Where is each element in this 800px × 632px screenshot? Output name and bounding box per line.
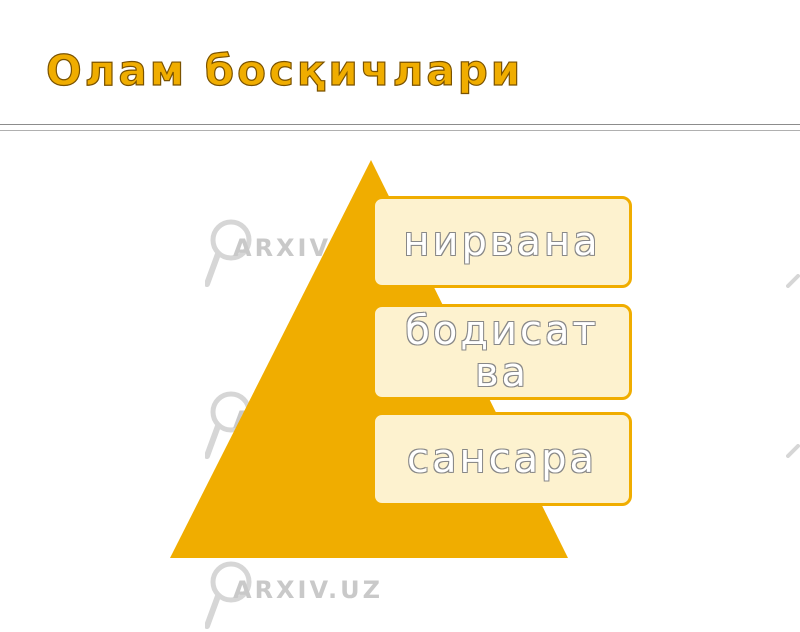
watermark-fragment xyxy=(786,274,800,288)
level-label: сансара xyxy=(406,436,598,482)
title-divider-thin xyxy=(0,130,800,131)
level-label: бодисат ва xyxy=(405,308,599,396)
watermark: ARXIV.UZ xyxy=(205,560,405,629)
level-label: нирвана xyxy=(403,219,601,265)
pyramid-level-samsara: сансара xyxy=(372,412,632,506)
pyramid-level-nirvana: нирвана xyxy=(372,196,632,288)
title-divider xyxy=(0,124,800,125)
pyramid-level-bodhisattva: бодисат ва xyxy=(372,304,632,400)
watermark-text: ARXIV.UZ xyxy=(233,576,383,604)
slide-title: Олам босқичлари xyxy=(45,45,524,95)
magnifier-icon xyxy=(205,219,252,287)
watermark-fragment xyxy=(786,444,800,458)
